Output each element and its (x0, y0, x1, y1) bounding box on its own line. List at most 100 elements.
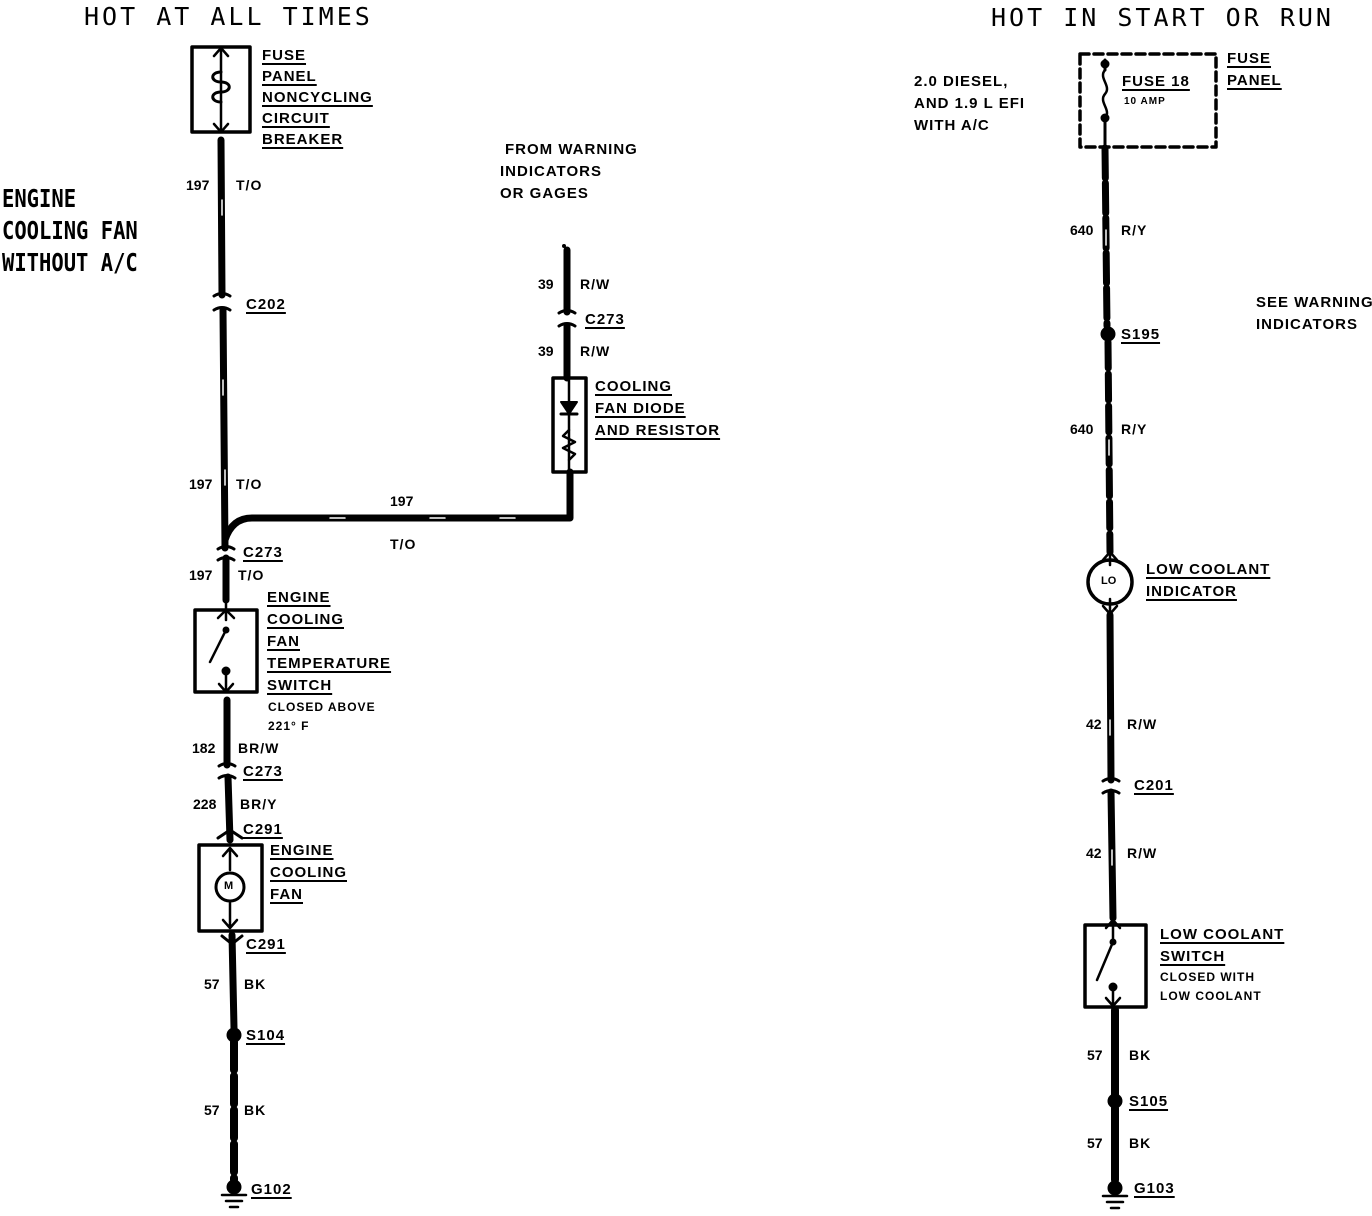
note-line: WITH A/C (914, 117, 990, 134)
wire-color: R/Y (1121, 421, 1148, 437)
connector-c202-label: C202 (246, 296, 286, 313)
connector-c201-label: C201 (1134, 777, 1174, 794)
connector-c201-symbol (1101, 777, 1121, 795)
ground-g102-label: G102 (251, 1181, 292, 1198)
coolant-switch-line: SWITCH (1160, 948, 1226, 965)
indicator-symbol: LO (1101, 575, 1117, 587)
connector-c273-lower-label: C273 (243, 763, 283, 780)
switch-label-line: SWITCH (267, 677, 333, 694)
wire-color: R/W (1127, 716, 1158, 732)
wire-color: R/W (580, 276, 611, 292)
wire-197-top (217, 136, 226, 299)
fuse-18-label: FUSE 18 (1122, 73, 1190, 90)
switch-label-line: TEMPERATURE (267, 655, 392, 672)
wire-197-mid (219, 306, 229, 552)
wire-color: T/O (236, 177, 263, 193)
fan-motor-box (197, 843, 264, 933)
wire-color: R/Y (1121, 222, 1148, 238)
splice-s104-dot (226, 1027, 242, 1043)
coolant-switch-note: CLOSED WITH (1160, 970, 1255, 984)
wire-color: BK (244, 1102, 267, 1118)
splice-s104-label: S104 (246, 1027, 286, 1044)
fuse-panel-dashed-box (1078, 52, 1218, 149)
switch-note-line: CLOSED ABOVE (268, 700, 376, 714)
wire-number: 182 (192, 740, 216, 756)
wire-color: BR/W (238, 740, 280, 756)
wire-number: 228 (193, 796, 217, 812)
diode-label-line: AND RESISTOR (595, 422, 721, 439)
switch-note-line: 221° F (268, 719, 310, 733)
title-hot-in-start-or-run: HOT IN START OR RUN (991, 3, 1334, 32)
connector-c291-top-label: C291 (243, 821, 283, 838)
low-coolant-switch-box (1083, 923, 1148, 1009)
diode-label-line: FAN DIODE (595, 400, 686, 417)
splice-s195-dot (1100, 326, 1116, 342)
note-line: INDICATORS (500, 163, 602, 180)
fuse-panel-line: PANEL (1227, 72, 1282, 89)
diode-resistor-box (551, 376, 588, 474)
wire-color: BR/Y (240, 796, 278, 812)
connector-c273-lower-symbol (217, 762, 237, 780)
splice-s105-label: S105 (1129, 1093, 1169, 1110)
ground-g103-symbol (1101, 1180, 1129, 1210)
splice-s105-dot (1107, 1093, 1123, 1109)
indicator-label-line: INDICATOR (1146, 583, 1237, 600)
breaker-label-line: CIRCUIT (262, 110, 330, 127)
fuse-rating-label: 10 AMP (1124, 96, 1166, 107)
breaker-label-line: FUSE (262, 47, 307, 64)
motor-symbol: M (224, 880, 234, 892)
indicator-label-line: LOW COOLANT (1146, 561, 1271, 578)
splice-s195-label: S195 (1121, 326, 1161, 343)
wire-color: T/O (236, 476, 263, 492)
wire-42-top (1106, 611, 1115, 784)
breaker-label-line: NONCYCLING (262, 89, 373, 106)
wire-color: BK (244, 976, 267, 992)
connector-c202-symbol (212, 292, 232, 312)
wire-number: 42 (1086, 845, 1102, 861)
wire-number: 640 (1070, 222, 1094, 238)
diode-label-line: COOLING (595, 378, 672, 395)
wire-number: 197 (189, 476, 213, 492)
note-line: SEE WARNING (1256, 294, 1372, 311)
ground-g103-label: G103 (1134, 1180, 1175, 1197)
wire-number: 197 (390, 493, 414, 509)
circuit-title-line: WITHOUT A/C (2, 248, 138, 277)
wire-color: T/O (390, 536, 417, 552)
switch-label-line: FAN (267, 633, 300, 650)
connector-c273-junction-label: C273 (243, 544, 283, 561)
connector-c291-bottom-label: C291 (246, 936, 286, 953)
wire-color: R/W (580, 343, 611, 359)
ground-g102-symbol (220, 1179, 248, 1209)
fan-label-line: FAN (270, 886, 303, 903)
breaker-label-line: PANEL (262, 68, 317, 85)
wire-number: 57 (204, 1102, 220, 1118)
wire-color: BK (1129, 1135, 1152, 1151)
note-line: INDICATORS (1256, 316, 1358, 333)
wire-number: 39 (538, 276, 554, 292)
title-hot-at-all-times: HOT AT ALL TIMES (84, 2, 373, 31)
wire-number: 197 (186, 177, 210, 193)
note-line: OR GAGES (500, 185, 589, 202)
wire-number: 57 (204, 976, 220, 992)
wire-color: T/O (238, 567, 265, 583)
wire-57-upper (228, 931, 238, 1032)
wire-197-horizontal (221, 468, 574, 544)
fuse-panel-line: FUSE (1227, 50, 1272, 67)
connector-c273-diode-symbol (557, 309, 577, 328)
wire-number: 39 (538, 343, 554, 359)
wire-number: 42 (1086, 716, 1102, 732)
circuit-title-line: ENGINE (2, 184, 77, 213)
wire-number: 197 (189, 567, 213, 583)
switch-label-line: ENGINE (267, 589, 331, 606)
note-line: AND 1.9 L EFI (914, 95, 1026, 112)
wire-number: 57 (1087, 1135, 1103, 1151)
wire-number: 640 (1070, 421, 1094, 437)
coolant-switch-note: LOW COOLANT (1160, 989, 1262, 1003)
coolant-switch-line: LOW COOLANT (1160, 926, 1285, 943)
fan-label-line: ENGINE (270, 842, 334, 859)
connector-c273-junction-symbol (216, 545, 236, 562)
note-line: 2.0 DIESEL, (914, 73, 1009, 90)
wire-color: BK (1129, 1047, 1152, 1063)
wire-number: 57 (1087, 1047, 1103, 1063)
